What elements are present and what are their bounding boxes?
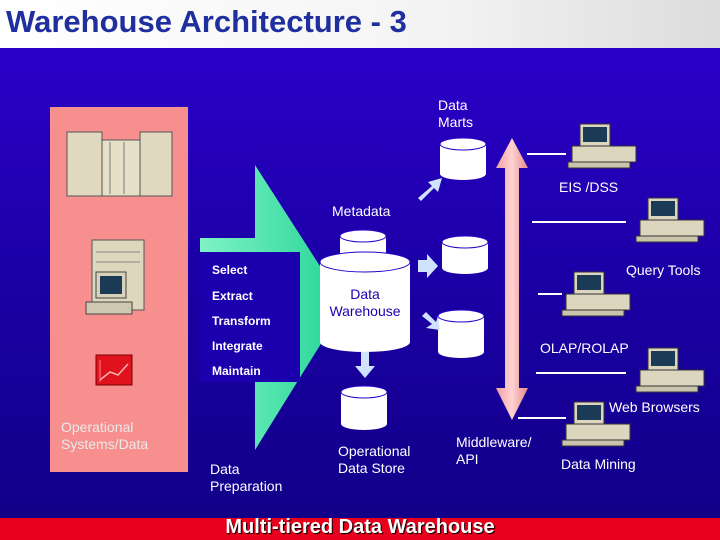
operational-data-store-cylinder	[340, 385, 388, 430]
prep-step-maintain: Maintain	[212, 364, 261, 378]
data-mining-label: Data Mining	[561, 456, 636, 472]
operational-systems-label: Operational Systems/Data	[61, 419, 149, 452]
prep-step-extract: Extract	[212, 289, 253, 303]
flow-arrow-to-marts	[418, 178, 442, 201]
eis-dss-label: EIS /DSS	[559, 179, 619, 195]
middleware-label: Middleware/ API	[456, 434, 532, 467]
query-tools-label: Query Tools	[626, 262, 701, 278]
title-bar	[0, 0, 720, 48]
footer-caption: Multi-tiered Data Warehouse	[225, 516, 495, 538]
footer-bar	[0, 518, 720, 540]
flow-arrow-from-store	[355, 352, 375, 378]
prep-step-integrate: Integrate	[212, 339, 263, 353]
data-preparation-steps-panel	[200, 252, 300, 382]
olap-rolap-label: OLAP/ROLAP	[540, 340, 629, 356]
chart-icon	[95, 354, 133, 386]
client-connectors	[518, 153, 626, 419]
data-marts-cylinder	[439, 137, 487, 180]
workstation-mining-icon	[561, 401, 631, 447]
operational-data-store-label: Operational Data Store	[338, 443, 411, 476]
mainframe-icon	[66, 131, 173, 197]
page-title: Warehouse Architecture - 3	[6, 4, 407, 39]
prep-step-select: Select	[212, 263, 248, 277]
data-preparation-label: Data Preparation	[210, 461, 283, 494]
workstation-2-icon	[635, 197, 705, 243]
data-warehouse-label: Data Warehouse	[329, 286, 401, 319]
workstation-olap-icon	[635, 347, 705, 393]
cube-cylinder	[441, 235, 489, 274]
flow-arrow-to-olap	[422, 312, 440, 330]
data-marts-label: Data Marts	[438, 97, 473, 130]
workstation-query-icon	[561, 271, 631, 317]
olap-cylinder	[437, 309, 485, 358]
web-browsers-label: Web Browsers	[609, 399, 700, 415]
data-warehouse-cylinder	[319, 251, 411, 352]
middleware-arrow	[496, 138, 528, 420]
metadata-label: Metadata	[332, 203, 391, 219]
flow-arrow-to-cube	[418, 254, 438, 278]
server-icon	[85, 239, 145, 315]
workstation-eis-icon	[567, 123, 637, 169]
prep-step-transform: Transform	[212, 314, 271, 328]
